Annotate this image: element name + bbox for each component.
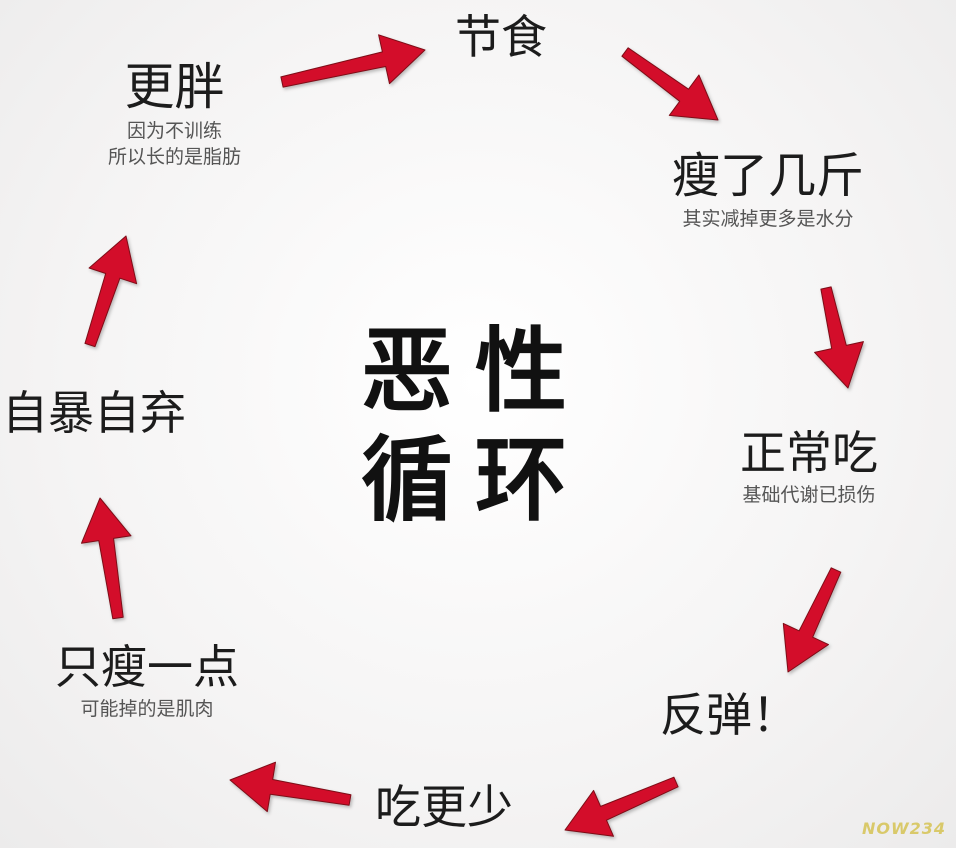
cycle-arrow-1 (280, 34, 426, 88)
node-fantan: 反弹！ (660, 690, 798, 741)
center-title-line2: 循环 (360, 426, 589, 534)
node-jieshi-title: 节食 (455, 10, 547, 64)
node-chi-geng-shao-title: 吃更少 (375, 780, 513, 834)
node-geng-pang: 更胖 因为不训练 所以长的是脂肪 (108, 60, 241, 170)
cycle-arrow-7 (81, 497, 132, 620)
node-shou-le-ji-jin-subtitle: 其实减掉更多是水分 (682, 207, 854, 230)
node-geng-pang-subtitle-2: 所以长的是脂肪 (108, 145, 242, 168)
node-shou-le-ji-jin: 瘦了几斤 其实减掉更多是水分 (672, 150, 864, 232)
node-zhi-shou-yi-dian-subtitle: 可能掉的是肌肉 (80, 697, 214, 720)
cycle-arrow-8 (84, 235, 138, 348)
node-zhi-shou-yi-dian: 只瘦一点 可能掉的是肌肉 (55, 642, 239, 722)
node-zhengchang-chi-subtitle: 基础代谢已损伤 (742, 483, 876, 506)
node-zhengchang-chi-title: 正常吃 (740, 426, 878, 480)
cycle-arrow-6 (229, 761, 352, 813)
watermark-logo: NOW234 (861, 819, 946, 838)
node-zhi-shou-yi-dian-title: 只瘦一点 (55, 640, 239, 694)
node-zibao-ziqi-title: 自暴自弃 (2, 386, 186, 440)
cycle-arrow-2 (621, 47, 719, 121)
node-jieshi: 节食 (455, 12, 547, 63)
center-title: 恶性 循环 (330, 318, 620, 535)
cycle-arrow-4 (782, 567, 842, 673)
node-shou-le-ji-jin-title: 瘦了几斤 (672, 148, 865, 204)
node-chi-geng-shao: 吃更少 (375, 782, 513, 833)
node-geng-pang-title: 更胖 (124, 58, 225, 116)
node-zibao-ziqi: 自暴自弃 (2, 388, 186, 439)
node-fantan-title: 反弹！ (660, 688, 798, 742)
node-geng-pang-subtitle-1: 因为不训练 (127, 120, 223, 142)
cycle-arrow-3 (814, 286, 864, 389)
cycle-arrow-5 (564, 776, 679, 837)
node-zhengchang-chi: 正常吃 基础代谢已损伤 (740, 428, 878, 508)
center-title-line1: 恶性 (360, 318, 589, 425)
